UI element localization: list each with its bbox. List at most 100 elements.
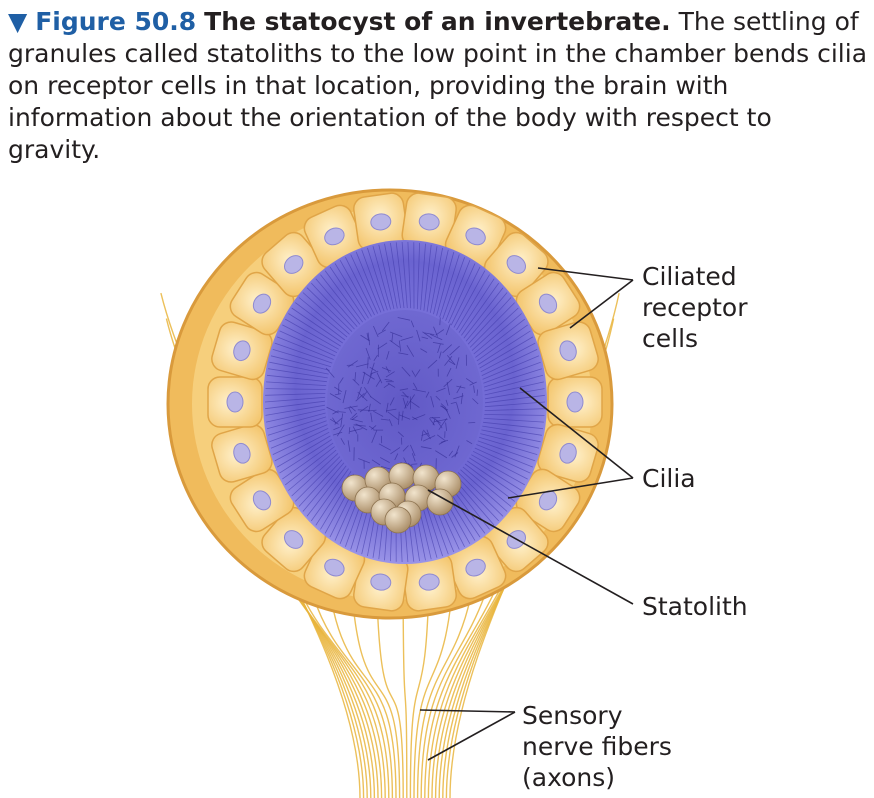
cilium-tip bbox=[401, 410, 404, 421]
cilium bbox=[288, 449, 337, 491]
cilium-tip bbox=[367, 332, 371, 346]
cilium bbox=[320, 274, 361, 325]
cilium bbox=[474, 447, 531, 474]
cilium-tip bbox=[449, 345, 460, 356]
cilium bbox=[484, 394, 545, 404]
cell-nucleus bbox=[284, 530, 304, 549]
cilium-tip bbox=[402, 391, 409, 399]
cilium bbox=[442, 257, 465, 320]
cilium-tip bbox=[325, 367, 335, 378]
cilium bbox=[284, 446, 335, 486]
leader-line-sensory-1 bbox=[419, 709, 516, 713]
cilium bbox=[484, 414, 545, 416]
cilium-tip bbox=[412, 414, 426, 420]
cilium bbox=[476, 444, 534, 468]
cilium bbox=[298, 297, 348, 338]
cilium-tip bbox=[451, 452, 459, 458]
cilium bbox=[439, 254, 460, 318]
cilium-tip bbox=[391, 333, 394, 343]
cilium-tip bbox=[329, 393, 341, 400]
cilium-tip bbox=[433, 418, 448, 423]
ciliated-receptor-cells bbox=[207, 192, 603, 612]
cilium-tip bbox=[425, 391, 430, 398]
cilium-tip bbox=[384, 378, 393, 381]
label-ciliated-line-3: cells bbox=[642, 324, 699, 353]
cilium-tip bbox=[352, 378, 360, 386]
cilium-tip bbox=[333, 426, 340, 431]
cilium bbox=[306, 465, 347, 517]
receptor-cell bbox=[229, 468, 295, 533]
cilium bbox=[288, 313, 341, 347]
cilium-tip bbox=[376, 372, 383, 384]
nerve-fiber bbox=[376, 595, 404, 798]
cilium bbox=[467, 297, 512, 345]
cilium-tip bbox=[410, 320, 415, 328]
cilium-tip bbox=[362, 391, 368, 399]
cilium-tip bbox=[450, 401, 457, 404]
cilium-tip bbox=[381, 321, 390, 332]
cilium-tip bbox=[348, 407, 353, 414]
cilium-tip bbox=[389, 339, 400, 348]
cilium bbox=[483, 368, 543, 388]
cilium bbox=[467, 460, 519, 497]
cilium-tip bbox=[412, 382, 418, 390]
cilium bbox=[291, 453, 339, 497]
receptor-cell bbox=[483, 231, 549, 298]
cilium-tip bbox=[351, 412, 358, 419]
cilium-tip bbox=[368, 409, 377, 412]
cell-nucleus bbox=[252, 293, 272, 314]
cilium bbox=[423, 244, 432, 311]
cilium bbox=[453, 270, 486, 328]
label-cilia: Cilia bbox=[642, 464, 696, 493]
cilium bbox=[473, 313, 522, 355]
cilium-tip bbox=[399, 388, 409, 391]
cilium-tip bbox=[414, 369, 421, 378]
cell-nucleus bbox=[465, 558, 486, 577]
cilium-tip bbox=[377, 329, 386, 335]
cell-nucleus bbox=[538, 490, 558, 511]
cilium-tip bbox=[456, 385, 462, 394]
cilium bbox=[311, 282, 355, 330]
figure-title: The statocyst of an invertebrate. bbox=[204, 7, 671, 36]
cilium-tip bbox=[429, 333, 443, 341]
cilium-tip bbox=[445, 399, 449, 406]
cilium bbox=[268, 368, 328, 379]
cilium bbox=[270, 424, 328, 449]
cell-nucleus bbox=[559, 340, 577, 362]
cilium bbox=[455, 474, 499, 522]
cilium bbox=[361, 249, 385, 312]
cilium-tip bbox=[448, 450, 454, 457]
cilium-tip bbox=[440, 403, 447, 409]
cilium bbox=[270, 355, 330, 371]
leader-line-cilia-1 bbox=[519, 387, 634, 479]
cilium-tip bbox=[386, 350, 390, 360]
cilium-tip bbox=[433, 326, 438, 337]
cell-nucleus bbox=[418, 213, 440, 231]
cilium-tip bbox=[389, 397, 395, 406]
cilium-tip bbox=[456, 402, 460, 415]
cilium bbox=[339, 260, 372, 317]
statolith-granule bbox=[426, 488, 454, 516]
cilium bbox=[302, 292, 350, 335]
cilium bbox=[266, 381, 327, 386]
cilium-tip bbox=[326, 406, 339, 414]
cilium bbox=[460, 469, 508, 512]
cilium-tip bbox=[380, 466, 391, 470]
cilium bbox=[429, 247, 443, 313]
cilium bbox=[484, 374, 544, 392]
cilium bbox=[282, 442, 334, 480]
cell-nucleus bbox=[370, 573, 392, 591]
cilium bbox=[478, 436, 538, 455]
cilium bbox=[450, 266, 481, 326]
chamber-center bbox=[327, 310, 483, 494]
cilium-tip bbox=[410, 400, 420, 408]
receptor-cell bbox=[207, 376, 263, 428]
cilium-tip bbox=[370, 396, 382, 405]
cilium-tip bbox=[386, 408, 397, 412]
label-ciliated-line-2: receptor bbox=[642, 293, 748, 322]
cilium bbox=[334, 263, 369, 319]
cilium-tip bbox=[445, 323, 451, 336]
leader-line-ciliated-2 bbox=[569, 279, 634, 329]
cilium bbox=[315, 278, 358, 327]
cilium bbox=[390, 242, 401, 309]
